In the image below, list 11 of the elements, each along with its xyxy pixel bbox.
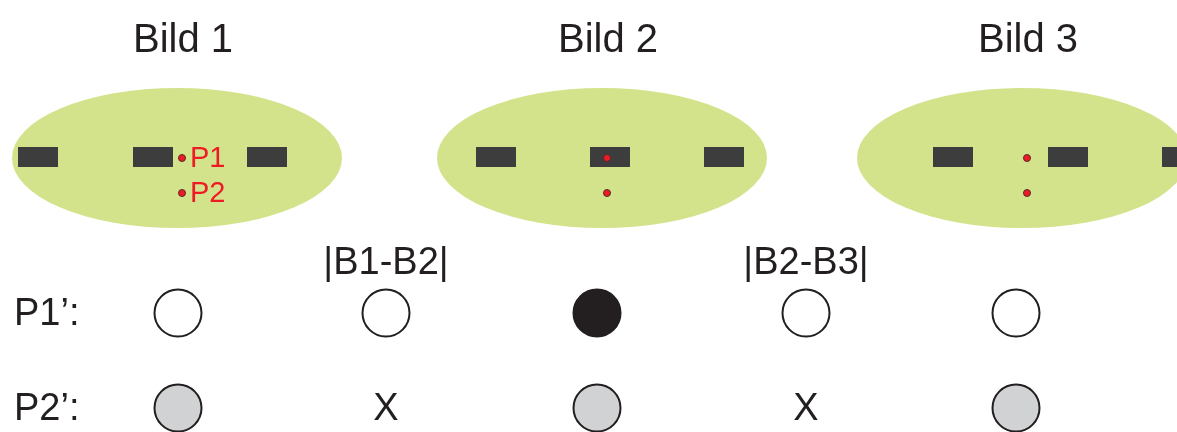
difference-label: |B1-B2|: [322, 242, 450, 280]
mark-label: X: [372, 388, 400, 426]
difference-label: |B2-B3|: [742, 242, 870, 280]
row-label: P2’:: [14, 388, 80, 426]
image-title: Bild 3: [976, 18, 1080, 58]
point-label: P1: [190, 143, 226, 172]
point-label: P2: [190, 178, 226, 207]
image-title: Bild 1: [131, 18, 235, 58]
image-title: Bild 2: [556, 18, 660, 58]
row-label: P1’:: [14, 293, 80, 331]
mark-label: X: [792, 388, 820, 426]
